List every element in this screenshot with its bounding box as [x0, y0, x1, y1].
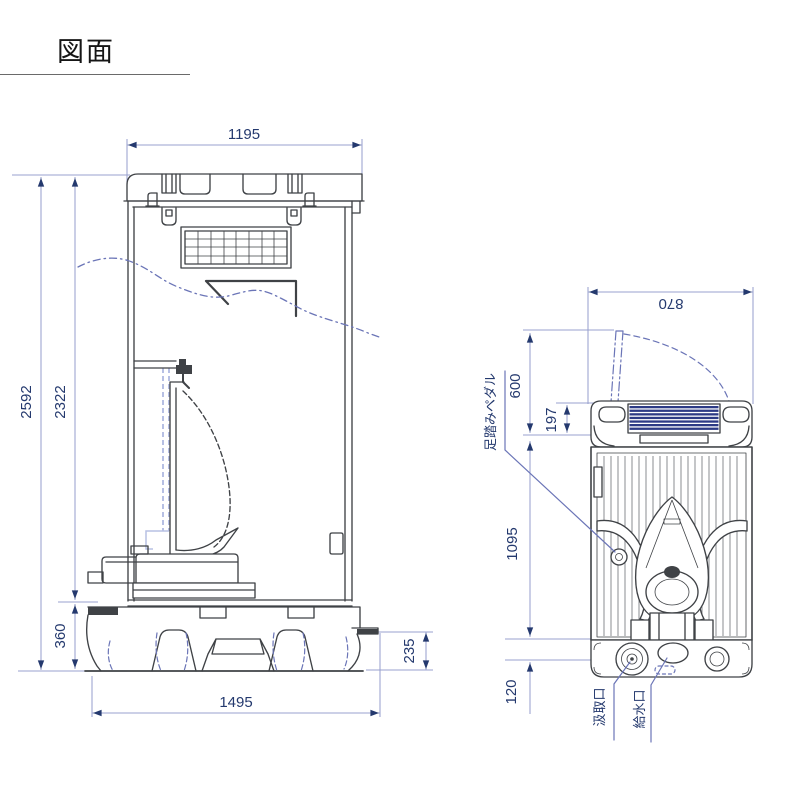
vent-grille — [180, 226, 292, 269]
dim-fork-height: 235 — [401, 638, 418, 663]
cabin-floor — [127, 599, 353, 619]
cabin-walls — [87, 200, 353, 602]
dim-height-cabin: 2322 — [52, 385, 69, 418]
dim-height-total: 2592 — [18, 385, 35, 418]
flush-pipe — [162, 368, 170, 531]
roof — [123, 173, 365, 226]
urinal — [130, 359, 256, 599]
dim-tank-depth: 120 — [503, 679, 520, 704]
foot-pedal — [610, 548, 628, 566]
suction-port — [615, 642, 649, 676]
plan-view: 870 600 197 1095 120 — [483, 287, 754, 743]
plan-body — [590, 446, 753, 641]
dim-base-height: 360 — [52, 623, 69, 648]
dim-step-depth: 197 — [543, 407, 560, 432]
title-underline — [0, 74, 190, 75]
dim-body-depth: 1095 — [504, 527, 521, 560]
step-tread — [629, 406, 719, 430]
entrance-step — [590, 400, 753, 448]
foot-pedal-leader — [504, 370, 616, 553]
front-dimension-lines — [12, 139, 433, 717]
suction-port-leader — [613, 661, 631, 741]
dim-plan-width: 870 — [658, 295, 683, 312]
base-skid — [84, 606, 379, 672]
label-water-port: 給水口 — [632, 689, 647, 728]
dim-width-top: 1195 — [228, 126, 260, 143]
door-hinge-notch — [593, 466, 603, 498]
drain-mark — [654, 665, 676, 675]
roof-latches — [161, 207, 302, 226]
plan-dimension-lines — [505, 287, 754, 714]
label-suction-port: 汲取口 — [592, 687, 607, 726]
flush-pipe-elbow — [145, 530, 169, 550]
page-title: 図面 — [57, 37, 115, 67]
label-foot-pedal: 足踏みペダル — [483, 373, 498, 451]
door-open — [610, 330, 624, 403]
water-supply-port — [657, 642, 689, 664]
interior-corner-line — [204, 279, 298, 318]
vent-port — [704, 646, 730, 672]
water-port-leader — [650, 657, 668, 743]
dim-door-open: 600 — [507, 373, 524, 398]
dim-base-width: 1495 — [219, 694, 252, 711]
front-section-view: 1195 2592 2322 360 1495 235 — [12, 126, 433, 717]
break-line — [77, 257, 383, 339]
door-swing-arc — [623, 333, 730, 402]
fork-pockets — [151, 629, 314, 672]
tank-section — [590, 639, 753, 678]
urinal-plan — [630, 496, 714, 641]
